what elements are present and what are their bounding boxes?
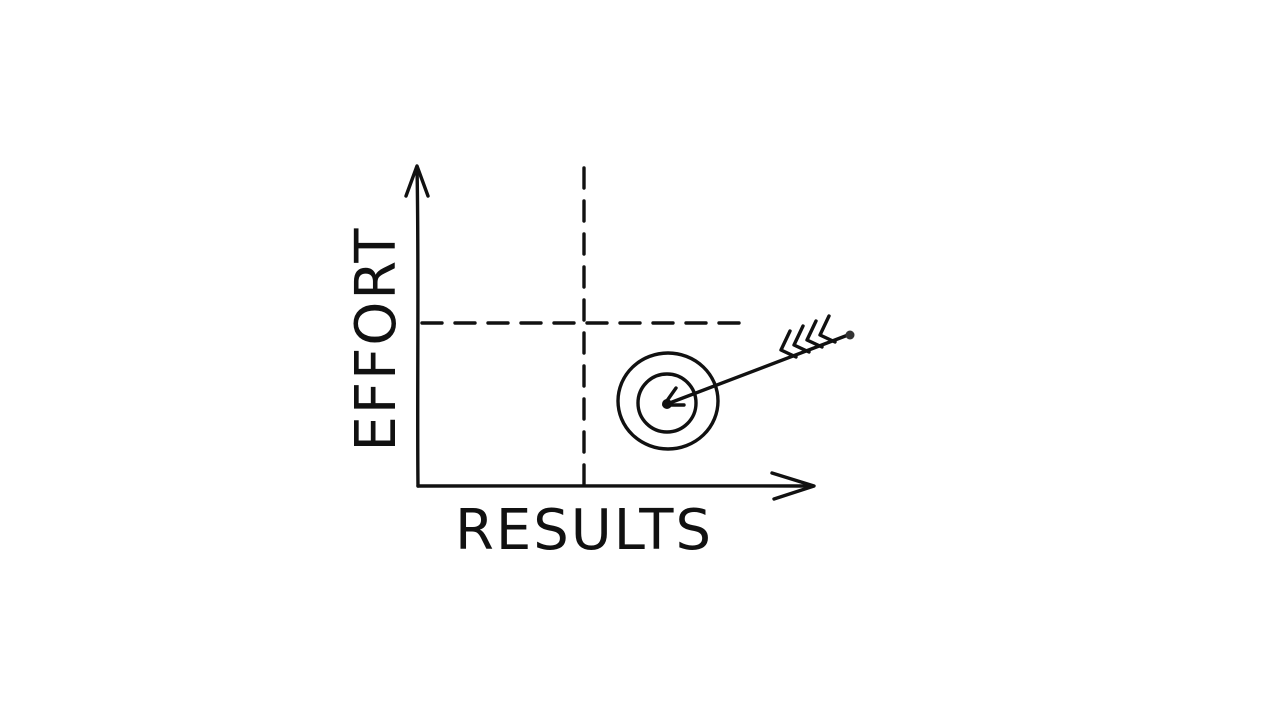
- y-axis-line: [415, 166, 420, 488]
- x-axis-line: [416, 484, 814, 488]
- y-axis-arrowhead: [404, 164, 430, 198]
- axes: [404, 164, 816, 501]
- arrow-nock: [845, 330, 855, 340]
- quadrant-dividers: [420, 166, 754, 486]
- arrow-tip: [662, 386, 686, 407]
- x-axis-label: RESULTS: [455, 498, 713, 563]
- target-outer-ring: [616, 351, 720, 451]
- x-axis-arrowhead: [770, 471, 816, 501]
- arrow-icon: [662, 314, 855, 407]
- y-axis-label: EFFORT: [344, 227, 409, 452]
- arrow-fletching: [779, 314, 837, 359]
- target-inner-ring: [636, 372, 698, 434]
